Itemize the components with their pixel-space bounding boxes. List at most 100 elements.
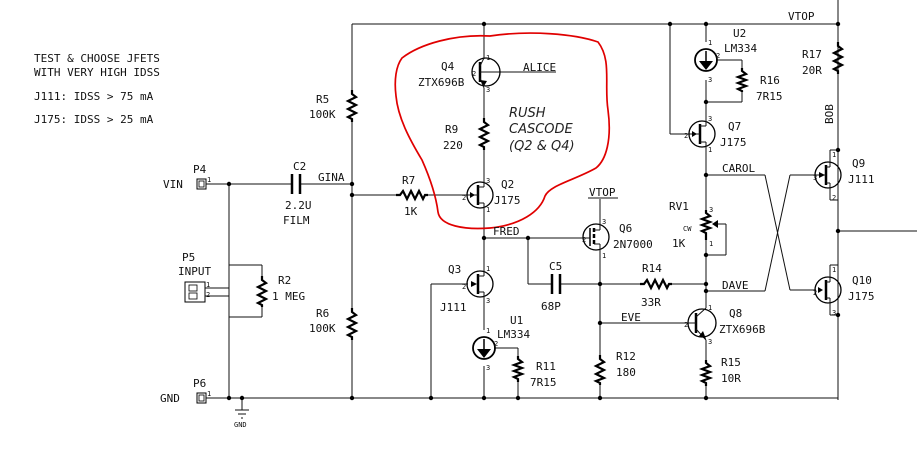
net-labels: VTOP VTOP GINA FRED ALICE CAROL DAVE EVE… (160, 10, 836, 429)
svg-text:2: 2 (462, 283, 466, 291)
label-u1: U1 (510, 314, 523, 327)
svg-text:3: 3 (708, 338, 712, 346)
svg-text:1: 1 (486, 327, 490, 335)
svg-text:1: 1 (708, 146, 712, 154)
label-p4: P4 (193, 163, 207, 176)
gnd-symbol-label: GND (234, 421, 247, 429)
label-r2-value: 1 MEG (272, 290, 305, 303)
label-r5-value: 100K (309, 108, 336, 121)
resistor-r5 (345, 90, 359, 122)
transistor-q8 (687, 307, 717, 341)
svg-text:1: 1 (207, 390, 211, 398)
annotation-line-1: RUSH (509, 106, 546, 121)
connector-p5 (184, 281, 212, 303)
label-c2-value: 2.2U (285, 199, 312, 212)
svg-text:3: 3 (708, 115, 712, 123)
label-r9-value: 220 (443, 139, 463, 152)
svg-text:1: 1 (709, 240, 713, 248)
design-notes: TEST & CHOOSE JFETS WITH VERY HIGH IDSS … (34, 52, 160, 126)
transistor-q7 (688, 118, 716, 148)
label-r7: R7 (402, 174, 415, 187)
rush-cascode-annotation: RUSH CASCODE (Q2 & Q4) (509, 106, 575, 154)
svg-text:1: 1 (708, 39, 712, 47)
potentiometer-rv1 (698, 210, 718, 240)
label-q2-value: J175 (494, 194, 521, 207)
net-eve: EVE (621, 311, 641, 324)
capacitor-c5 (550, 274, 562, 294)
label-r17: R17 (802, 48, 822, 61)
svg-text:3: 3 (602, 218, 606, 226)
note-line-1: TEST & CHOOSE JFETS (34, 52, 160, 65)
label-q6: Q6 (619, 222, 632, 235)
label-r11-value: 7R15 (530, 376, 557, 389)
transistor-q10 (814, 265, 842, 315)
svg-text:1: 1 (486, 54, 490, 62)
svg-text:2: 2 (206, 291, 210, 299)
svg-text:1: 1 (602, 252, 606, 260)
label-q8-value: ZTX696B (719, 323, 766, 336)
label-r12-value: 180 (616, 366, 636, 379)
net-carol: CAROL (722, 162, 755, 175)
label-r14: R14 (642, 262, 662, 275)
label-q4: Q4 (441, 60, 455, 73)
svg-text:1: 1 (832, 151, 836, 159)
label-rv1-value: 1K (672, 237, 686, 250)
svg-text:2: 2 (582, 236, 586, 244)
label-c5-value: 68P (541, 300, 561, 313)
label-q3-value: J111 (440, 301, 467, 314)
svg-text:1: 1 (207, 176, 211, 184)
label-u2: U2 (733, 27, 746, 40)
svg-text:2: 2 (462, 194, 466, 202)
resistor-r12 (593, 355, 607, 385)
wires (212, 0, 917, 419)
label-q4-value: ZTX696B (418, 76, 465, 89)
label-r11: R11 (536, 360, 556, 373)
component-labels: P4 P5 INPUT P6 C2 2.2U FILM C5 68P R2 1 … (178, 27, 875, 390)
resistor-r2 (255, 276, 269, 307)
transistor-q4 (471, 57, 501, 89)
resistor-r17 (831, 42, 845, 74)
label-q3: Q3 (448, 263, 461, 276)
label-r7-value: 1K (404, 205, 418, 218)
resistor-r7 (396, 188, 428, 202)
label-r15: R15 (721, 356, 741, 369)
label-q8: Q8 (729, 307, 742, 320)
label-r14-value: 33R (641, 296, 661, 309)
svg-text:2: 2 (832, 194, 836, 202)
label-r5: R5 (316, 93, 329, 106)
note-j175: J175: IDSS > 25 mA (34, 113, 154, 126)
resistor-r16 (734, 68, 750, 92)
label-r6-value: 100K (309, 322, 336, 335)
label-r6: R6 (316, 307, 329, 320)
resistor-r15 (698, 360, 714, 386)
svg-text:1: 1 (486, 206, 490, 214)
svg-text:2: 2 (472, 70, 476, 78)
label-u2-value: LM334 (724, 42, 757, 55)
label-r12: R12 (616, 350, 636, 363)
net-alice: ALICE (523, 61, 556, 74)
current-source-u1 (472, 336, 496, 360)
svg-text:3: 3 (708, 76, 712, 84)
label-q7: Q7 (728, 120, 741, 133)
connector-p6 (196, 392, 212, 404)
net-dave: DAVE (722, 279, 749, 292)
label-r2: R2 (278, 274, 291, 287)
label-c2-type: FILM (283, 214, 310, 227)
annotation-line-3: (Q2 & Q4) (509, 139, 575, 154)
net-gina: GINA (318, 171, 345, 184)
label-rv1: RV1 (669, 200, 689, 213)
svg-text:1: 1 (486, 265, 490, 273)
svg-text:3: 3 (709, 206, 713, 214)
net-bob: BOB (823, 104, 836, 124)
label-r17-value: 20R (802, 64, 822, 77)
capacitor-c2 (290, 174, 302, 194)
svg-text:3: 3 (486, 364, 490, 372)
label-q10-value: J175 (848, 290, 875, 303)
svg-text:3: 3 (486, 177, 490, 185)
label-q9: Q9 (852, 157, 865, 170)
resistor-r6 (345, 308, 359, 340)
svg-text:1: 1 (206, 281, 210, 289)
transistor-q6 (580, 222, 610, 252)
